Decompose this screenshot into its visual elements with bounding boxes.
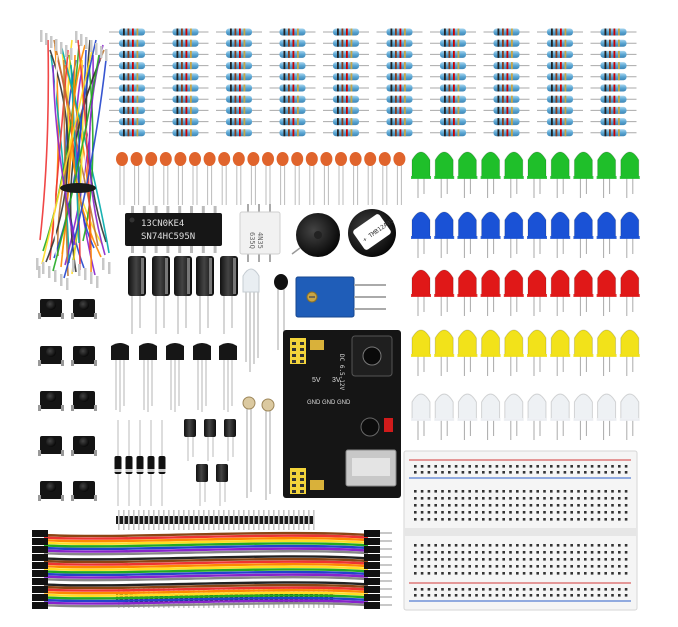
optocoupler-label: 4N35 <box>256 232 264 249</box>
potentiometer <box>295 276 386 318</box>
optocoupler-4n35: 4N35 635Q <box>239 204 281 262</box>
power-module-pins: GND GND GND <box>307 400 351 406</box>
small-electrolytic-capacitor-group <box>184 419 236 506</box>
dupont-ribbon-cable <box>32 530 392 609</box>
transistor-group <box>111 343 237 412</box>
voltage-label-5v: 5V <box>312 377 321 384</box>
ic-74hc595: 13CN0KE4 SN74HC595N <box>125 206 222 253</box>
rgb-led <box>242 268 260 372</box>
ic-74hc595-code: 13CN0KE4 <box>141 219 184 229</box>
breadboard <box>403 450 638 611</box>
voltage-label-3v: 3V <box>332 377 341 384</box>
breadboard-power-module: DC 6.5-12V 5V 3V GND GND GND <box>283 330 401 498</box>
resistor-grid <box>109 28 637 137</box>
diode-group <box>114 420 166 506</box>
jumper-wire-bundle <box>36 30 111 290</box>
power-module-label: DC 6.5-12V <box>338 354 345 391</box>
electrolytic-capacitor-group <box>128 256 238 334</box>
ceramic-capacitor-row <box>116 152 406 205</box>
led-grid <box>411 151 640 440</box>
buzzer-passive <box>291 213 340 257</box>
optocoupler-code: 635Q <box>248 232 256 249</box>
ic-74hc595-label: SN74HC595N <box>141 232 195 242</box>
photoresistor-group <box>242 396 275 500</box>
tactile-button-group <box>38 299 97 501</box>
buzzer-active: + TMB12A05 <box>348 209 396 257</box>
